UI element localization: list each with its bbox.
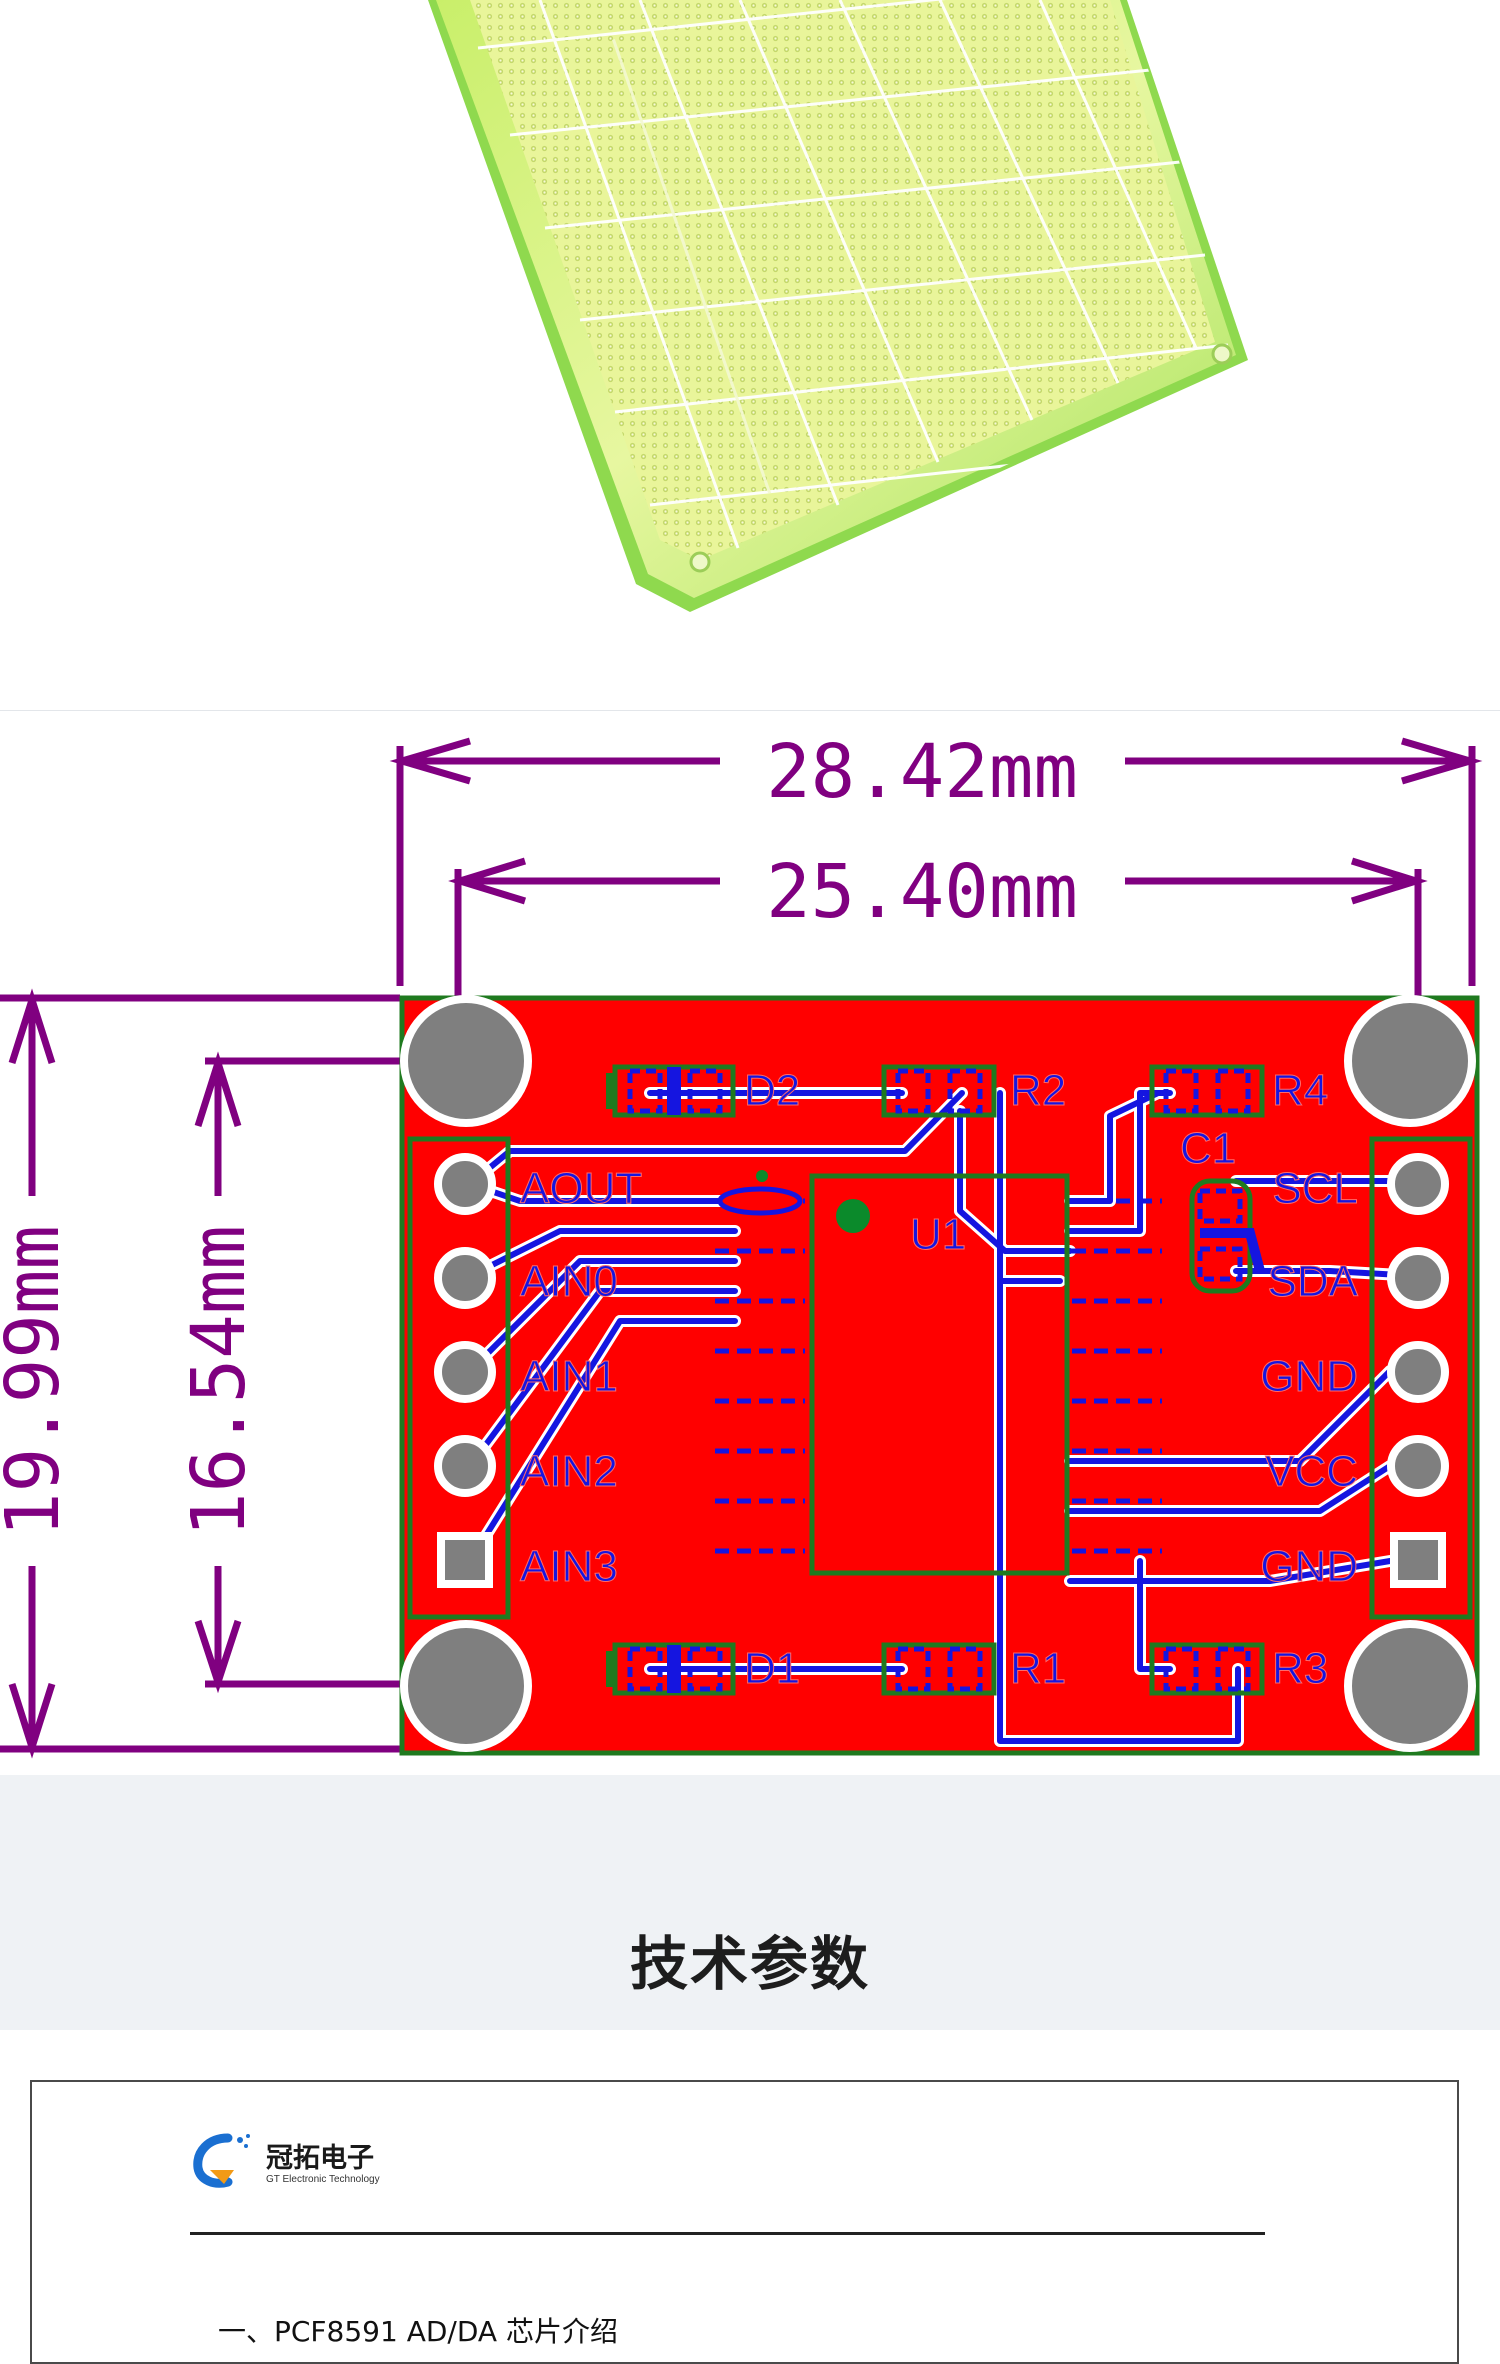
mounting-hole-top-left [400, 995, 532, 1127]
header-pin-gnd [1390, 1532, 1446, 1588]
brand-logo: 冠拓电子 GT Electronic Technology [188, 2130, 448, 2200]
label-c1: C1 [1180, 1124, 1236, 1173]
label-r1: R1 [1010, 1644, 1066, 1693]
section-header: 技术参数 [0, 1775, 1500, 2030]
r2-footprint [881, 1064, 997, 1118]
brand-name: 冠拓电子 [266, 2143, 374, 2174]
pin-label-ain3: AIN3 [520, 1542, 618, 1591]
pin-label-scl: SCL [1272, 1164, 1358, 1213]
pin-label-gnd-2: GND [1260, 1542, 1358, 1591]
header-pin-ain3 [437, 1532, 493, 1588]
right-header-outline [1369, 1136, 1473, 1620]
c1-footprint [1189, 1178, 1265, 1294]
r4-footprint [1149, 1064, 1265, 1118]
label-r2: R2 [1010, 1066, 1066, 1115]
header-pin-ain1 [434, 1341, 496, 1403]
left-header-pins [434, 1153, 496, 1588]
mounting-hole-bottom-left [400, 1620, 532, 1752]
pin-label-aout: AOUT [520, 1164, 642, 1213]
mounting-hole-top-right [1344, 995, 1476, 1127]
header-pin-scl [1387, 1153, 1449, 1215]
prototype-board-photo [0, 0, 1500, 710]
u1-pads [715, 1198, 1162, 1554]
inner-height-label: 16.54mm [176, 1225, 262, 1537]
left-header-outline [407, 1136, 511, 1620]
d2-footprint [606, 1064, 736, 1118]
datasheet-preview: 冠拓电子 GT Electronic Technology 一、PCF8591 … [0, 2030, 1500, 2364]
pin-label-ain2: AIN2 [520, 1447, 618, 1496]
pin-label-sda: SDA [1268, 1257, 1359, 1306]
header-pin-vcc [1387, 1435, 1449, 1497]
aout-pad [717, 1186, 803, 1216]
brand-logo-icon [193, 2133, 250, 2188]
d1-footprint [606, 1642, 736, 1696]
pin-label-ain1: AIN1 [520, 1352, 618, 1401]
label-d2: D2 [744, 1066, 800, 1115]
dimension-lines [0, 737, 1483, 1759]
pin-label-ain0: AIN0 [520, 1257, 618, 1306]
header-pin-aout [434, 1153, 496, 1215]
outer-height-label: 19.99mm [0, 1225, 76, 1537]
inner-width-label: 25.40mm [766, 849, 1078, 935]
outer-width-label: 28.42mm [766, 729, 1078, 815]
header-pin-gnd [1387, 1341, 1449, 1403]
prototype-board-image [428, 0, 1248, 612]
mounting-holes [400, 995, 1476, 1752]
pcb-layout-drawing: 28.42mm 25.40mm 19.99mm 16.54mm [0, 729, 1483, 1759]
document-heading: 一、PCF8591 AD/DA 芯片介绍 [218, 2315, 618, 2348]
pin-label-vcc: VCC [1265, 1447, 1358, 1496]
via-dot [756, 1170, 768, 1182]
smd-components [606, 1064, 1265, 1696]
pin-label-gnd-1: GND [1260, 1352, 1358, 1401]
section-title: 技术参数 [629, 1930, 870, 1998]
label-r3: R3 [1272, 1644, 1328, 1693]
board-outline [399, 995, 1480, 1756]
label-d1: D1 [744, 1644, 800, 1693]
pcb-dimension-diagram: 28.42mm 25.40mm 19.99mm 16.54mm [0, 710, 1500, 1776]
right-header-pins [1387, 1153, 1449, 1588]
datasheet-page [30, 2080, 1459, 2364]
header-pin-sda [1387, 1247, 1449, 1309]
brand-subtitle: GT Electronic Technology [266, 2174, 380, 2185]
r1-footprint [881, 1642, 997, 1696]
header-pin-ain0 [434, 1247, 496, 1309]
label-r4: R4 [1272, 1066, 1328, 1115]
mounting-hole-bottom-right [1344, 1620, 1476, 1752]
u1-outline [809, 1173, 1070, 1576]
header-rule [190, 2232, 1265, 2235]
label-u1: U1 [910, 1210, 966, 1259]
header-pin-ain2 [434, 1435, 496, 1497]
u1-pin1-marker [836, 1199, 870, 1233]
r3-footprint [1149, 1642, 1265, 1696]
